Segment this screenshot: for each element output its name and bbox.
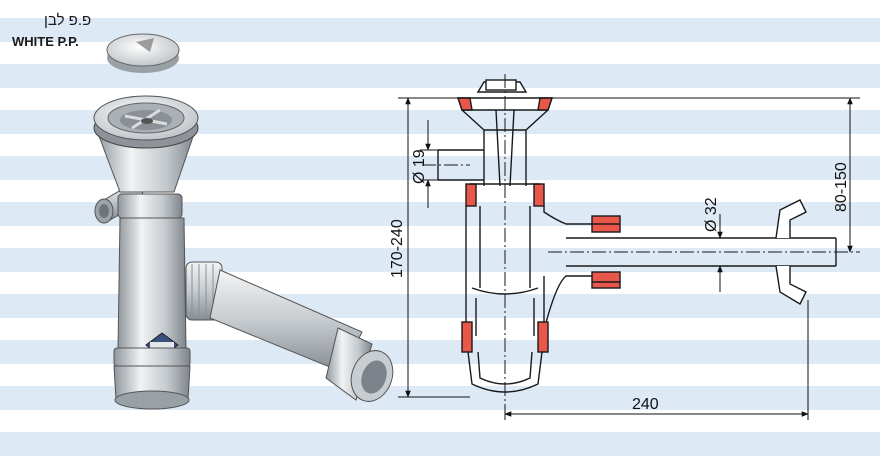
section-strainer <box>457 79 553 187</box>
bottle-body <box>117 217 187 351</box>
dim-pipe-diameter: Ø 32 <box>703 197 720 232</box>
dimension-lines <box>398 97 860 420</box>
strainer-flange <box>93 95 199 149</box>
dim-outlet-diameter: Ø 19 <box>411 149 428 184</box>
material-label-english: WHITE P.P. <box>12 34 79 49</box>
section-outlet-pipe <box>566 199 837 305</box>
section-overflow-inlet <box>437 149 484 181</box>
background-stripe <box>0 432 880 456</box>
stopper-plug <box>106 33 180 73</box>
technical-drawing <box>422 74 860 404</box>
dim-outlet-height: 80-150 <box>833 162 850 212</box>
material-label-hebrew: פ.פ לבן <box>44 12 92 29</box>
dim-total-height: 170-240 <box>389 219 406 278</box>
dim-horizontal-length: 240 <box>632 396 659 413</box>
upper-nut <box>117 193 183 219</box>
center-lines <box>422 74 860 404</box>
product-illustration <box>93 33 394 410</box>
